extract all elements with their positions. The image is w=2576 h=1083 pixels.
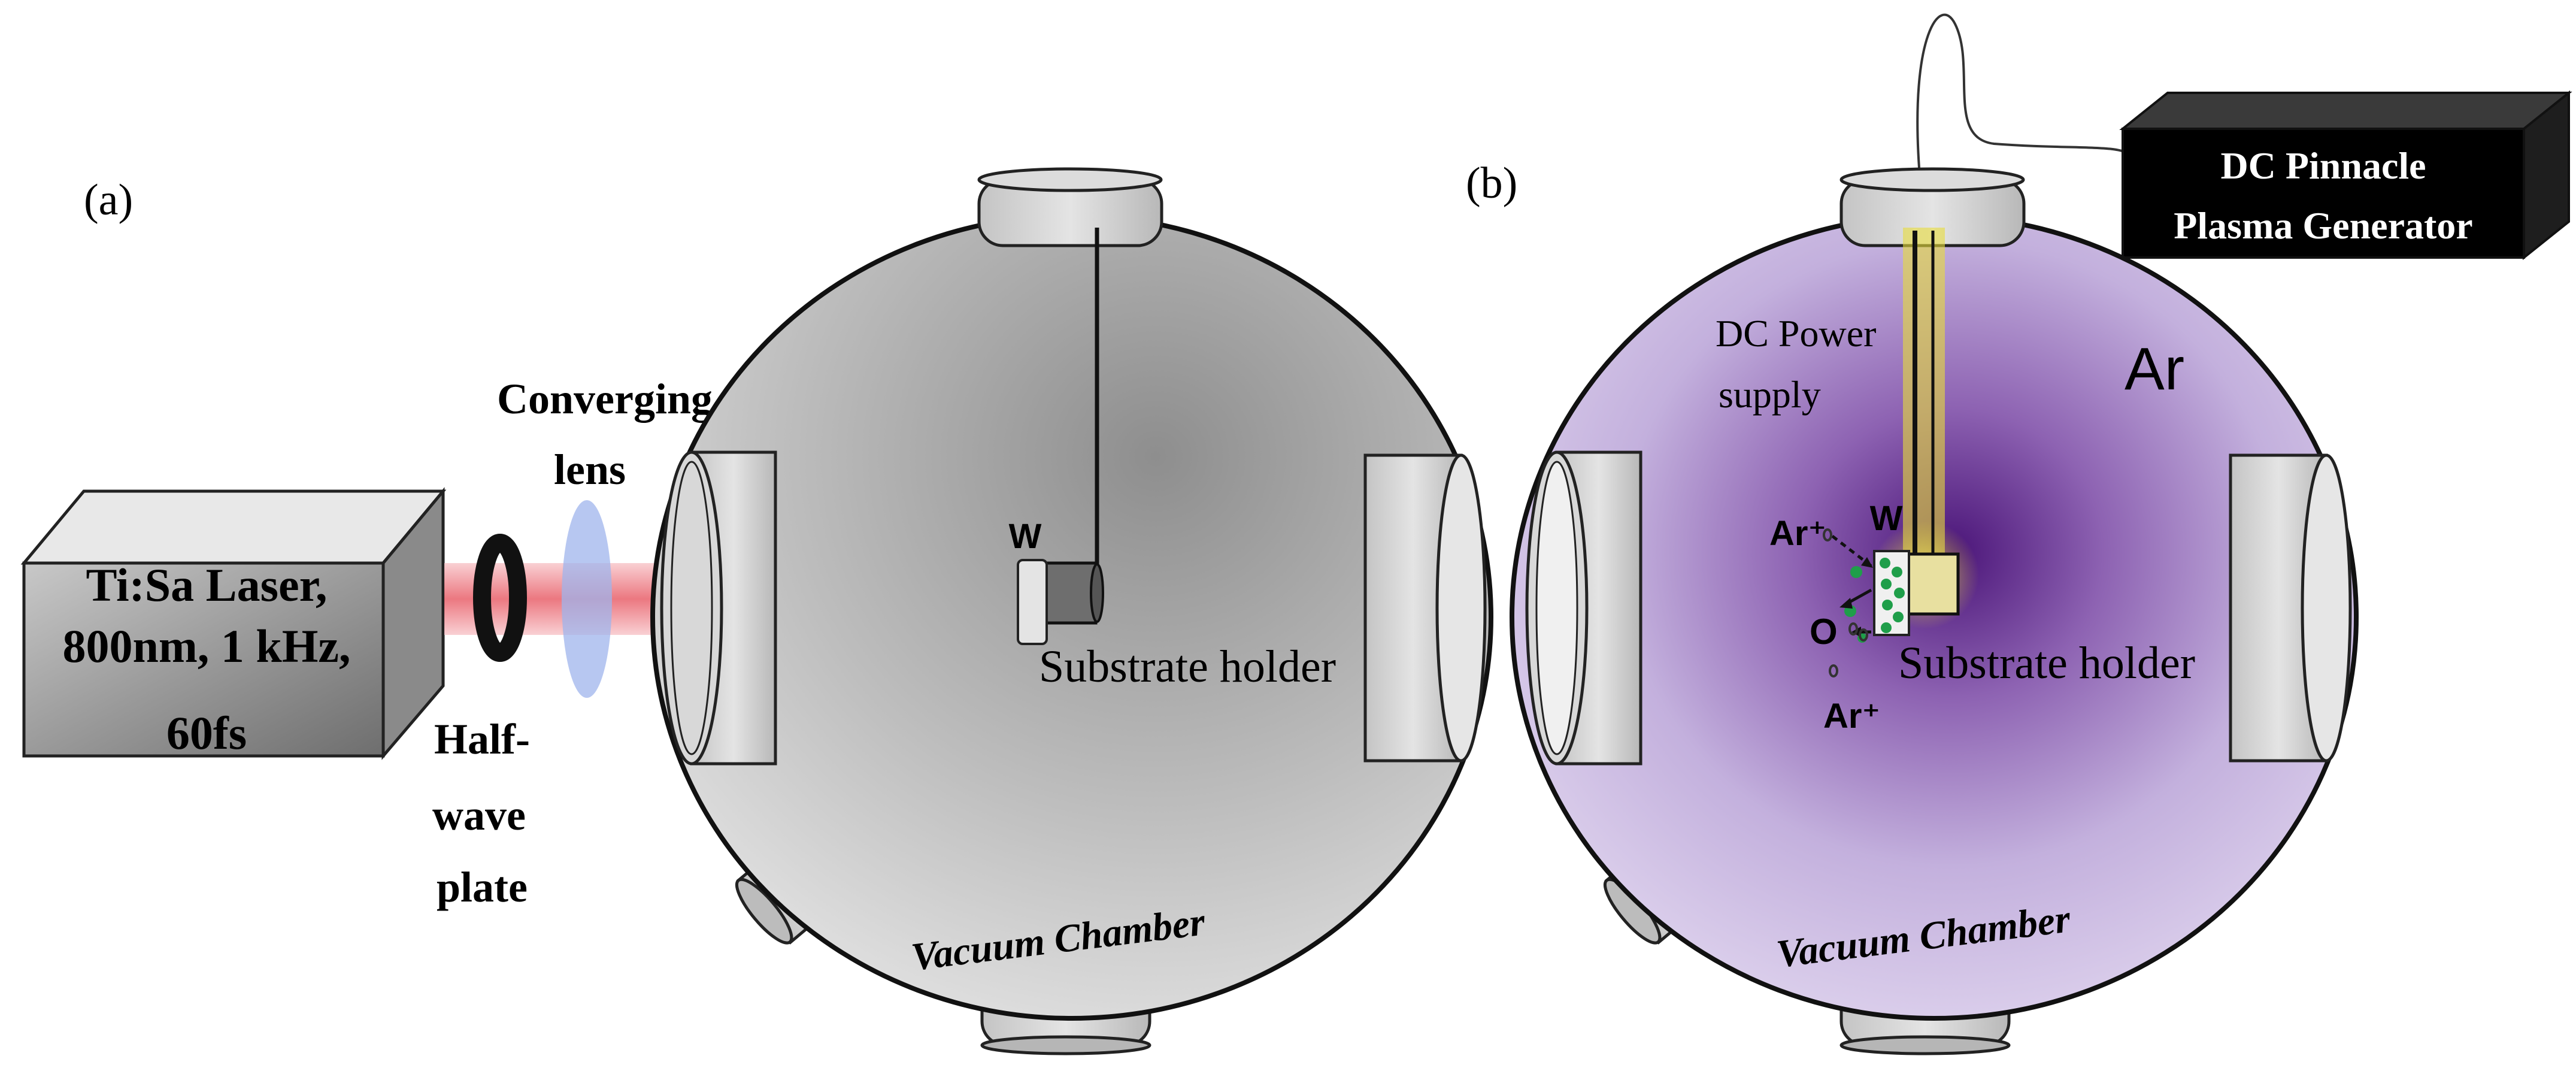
- ion-label-top: Ar⁺: [1769, 514, 1826, 553]
- lens-label-line2: lens: [554, 446, 626, 494]
- panel-b-label: (b): [1466, 159, 1517, 208]
- sputtered-particles: [1844, 558, 1905, 643]
- generator-label-line2: Plasma Generator: [2174, 204, 2472, 247]
- substrate-label-b: Substrate holder: [1898, 638, 2195, 688]
- ion-markers: [1823, 528, 1868, 677]
- ion-label-bottom: Ar⁺: [1823, 697, 1880, 736]
- laser-box: Ti:Sa Laser, 800nm, 1 kHz, 60fs: [20, 487, 447, 760]
- target-label-a: W: [1009, 517, 1042, 556]
- substrate-label-a: Substrate holder: [1039, 642, 1336, 692]
- waveplate-label-line3: plate: [437, 863, 528, 911]
- converging-lens: [562, 500, 612, 698]
- power-label-line2: supply: [1719, 373, 1821, 416]
- substrate-holder-a: [1040, 561, 1098, 625]
- target-label-b: W: [1870, 499, 1903, 538]
- generator-cable: [1916, 13, 2133, 168]
- waveplate-label-line2: wave: [432, 791, 526, 839]
- substrate-holder-b: [1902, 552, 1960, 616]
- panel-b: (b) DC Pinnacle Plasma Generator: [1466, 13, 2572, 1055]
- panel-a-label: (a): [84, 176, 133, 225]
- gas-label: Ar: [2125, 335, 2184, 403]
- tungsten-target-a: [1017, 559, 1048, 645]
- vacuum-chamber-b: [1510, 167, 2359, 1055]
- half-wave-plate: [473, 534, 527, 662]
- laser-label-line3: 60fs: [166, 707, 247, 759]
- plasma-generator-box: DC Pinnacle Plasma Generator: [2119, 90, 2572, 261]
- power-label-line1: DC Power: [1716, 312, 1876, 355]
- generator-label-line1: DC Pinnacle: [2220, 144, 2426, 187]
- vacuum-chamber-a: [650, 167, 1493, 1055]
- laser-label-line1: Ti:Sa Laser,: [86, 559, 327, 611]
- laser-label-line2: 800nm, 1 kHz,: [62, 620, 350, 672]
- dc-feed-glow: [1903, 228, 1945, 563]
- panel-a: (a) Ti:Sa Laser, 800nm, 1 kHz, 60fs Conv…: [20, 167, 1493, 1055]
- ion-arrows: [1831, 535, 1873, 637]
- oxygen-label: O: [1810, 612, 1838, 652]
- lens-label-line1: Converging: [497, 375, 713, 423]
- waveplate-label-line1: Half-: [434, 715, 530, 763]
